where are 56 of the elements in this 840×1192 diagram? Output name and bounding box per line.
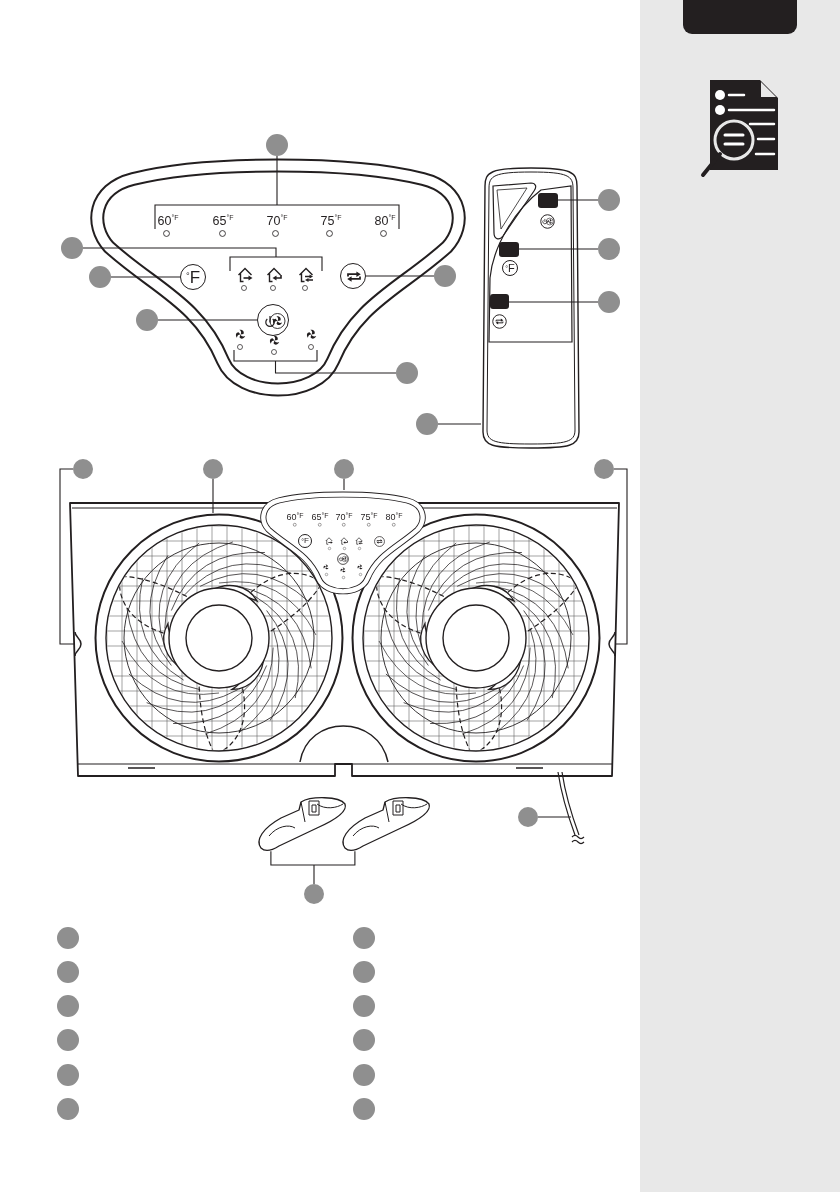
list-marker <box>353 995 375 1017</box>
callout-marker <box>136 309 158 331</box>
callout-marker <box>266 134 288 156</box>
leader-line <box>508 301 599 303</box>
remote-button <box>499 242 519 257</box>
callout-marker <box>396 362 418 384</box>
list-marker <box>57 961 79 983</box>
leader-line <box>613 468 628 645</box>
leader-line <box>157 319 258 321</box>
callout-marker <box>89 266 111 288</box>
leader-line <box>437 423 482 425</box>
temperature-label: 75$^{°F}$ <box>320 214 342 228</box>
list-marker <box>57 927 79 949</box>
list-marker <box>353 1064 375 1086</box>
leader-line <box>110 276 181 278</box>
leader-line <box>59 468 75 645</box>
list-marker <box>353 927 375 949</box>
callout-marker <box>416 413 438 435</box>
leader-line <box>212 478 214 514</box>
callout-marker <box>594 459 614 479</box>
leader-line <box>233 349 397 374</box>
list-marker <box>57 995 79 1017</box>
temperature-label: 60$^{°F}$ <box>286 512 304 522</box>
temperature-label: 75$^{°F}$ <box>360 512 378 522</box>
callout-marker <box>61 237 83 259</box>
list-marker <box>353 961 375 983</box>
temperature-label: 80$^{°F}$ <box>385 512 403 522</box>
callout-marker <box>518 807 538 827</box>
leader-line <box>82 247 323 272</box>
leader-line <box>154 155 400 230</box>
list-marker <box>57 1098 79 1120</box>
callout-marker <box>334 459 354 479</box>
leader-line <box>518 248 599 250</box>
callout-marker <box>598 189 620 211</box>
temperature-label: 70$^{°F}$ <box>266 214 288 228</box>
temperature-label: 60$^{°F}$ <box>157 214 179 228</box>
remote-button <box>538 193 558 208</box>
callout-marker <box>203 459 223 479</box>
list-marker <box>57 1064 79 1086</box>
callout-marker <box>598 291 620 313</box>
callout-marker <box>434 265 456 287</box>
list-marker <box>353 1098 375 1120</box>
leader-line <box>270 850 356 885</box>
callout-marker <box>304 884 324 904</box>
remote-button <box>490 294 509 309</box>
callout-marker <box>73 459 93 479</box>
temperature-label: 65$^{°F}$ <box>311 512 329 522</box>
temperature-label: 65$^{°F}$ <box>212 214 234 228</box>
list-marker <box>57 1029 79 1051</box>
temperature-label: 80$^{°F}$ <box>374 214 396 228</box>
callout-marker <box>598 238 620 260</box>
list-marker <box>353 1029 375 1051</box>
leader-line <box>557 199 599 201</box>
leader-line <box>537 816 572 818</box>
leader-line <box>343 478 345 491</box>
temperature-label: 70$^{°F}$ <box>335 512 353 522</box>
